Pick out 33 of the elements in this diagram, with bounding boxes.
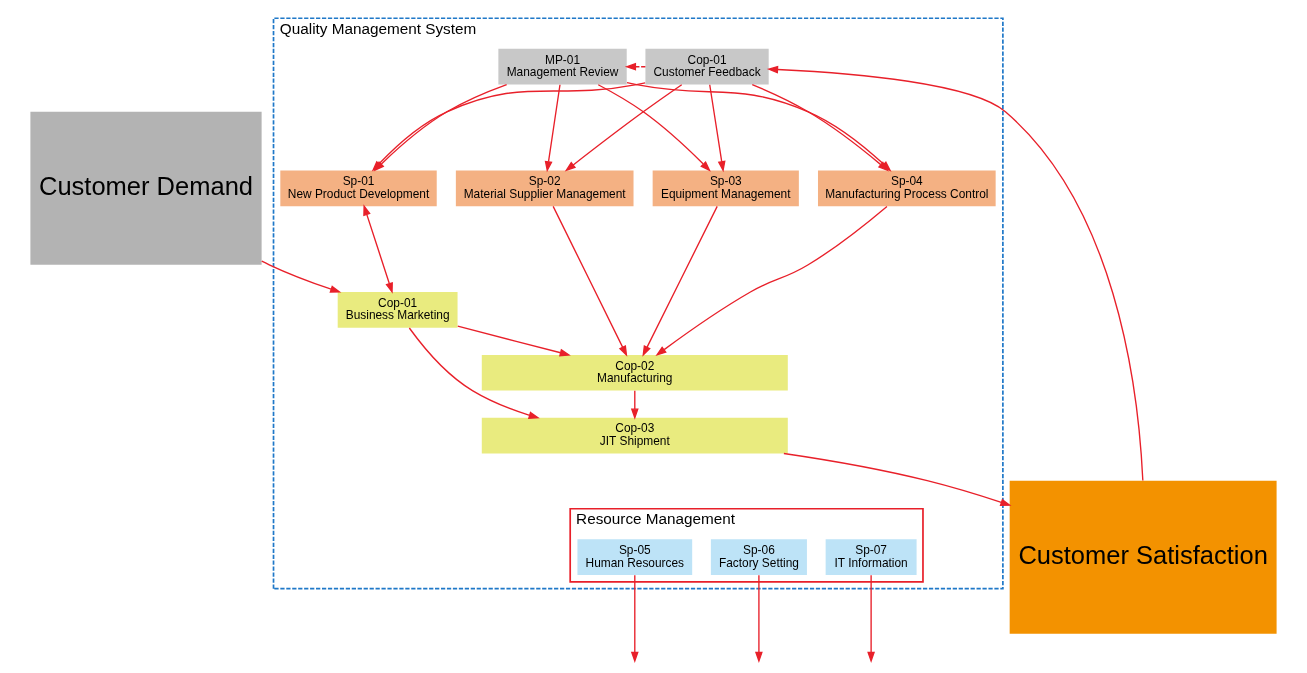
node-box: Sp-01 New Product Development (280, 170, 437, 207)
node-box: Sp-02 Material Supplier Management (455, 170, 634, 207)
node-box: Cop-02 Manufacturing (481, 354, 788, 391)
arrow (783, 452, 1012, 507)
arrow (544, 84, 561, 173)
node-box: Sp-04 Manufacturing Process Control (818, 170, 996, 207)
arrow (408, 327, 540, 419)
arrow (552, 205, 628, 357)
arrow (564, 84, 683, 172)
arrow (261, 260, 342, 293)
node-box: Cop-01 Customer Feedback (645, 48, 769, 85)
arrow (597, 84, 711, 172)
arrow (630, 389, 639, 420)
node-box: Cop-03 JIT Shipment (481, 417, 788, 454)
node-box: Customer Satisfaction (1009, 480, 1277, 634)
arrow (642, 205, 718, 357)
arrow (751, 83, 889, 172)
node-box: Sp-07 IT Information (825, 539, 917, 576)
arrow (766, 65, 1144, 482)
arrow (363, 204, 393, 294)
node-box: MP-01 Management Review (498, 48, 627, 85)
arrow (624, 62, 647, 71)
node-box: Customer Demand (30, 111, 262, 265)
arrow (655, 205, 888, 357)
arrow (630, 574, 639, 663)
node-box: Cop-01 Business Marketing (337, 292, 458, 328)
arrow (457, 325, 571, 357)
arrow (709, 84, 726, 173)
node-box: Sp-05 Human Resources (577, 539, 693, 576)
arrow (867, 574, 876, 663)
node-box: Sp-03 Equipment Management (652, 170, 799, 207)
node-box: Sp-06 Factory Setting (710, 539, 807, 576)
arrow (754, 574, 763, 663)
